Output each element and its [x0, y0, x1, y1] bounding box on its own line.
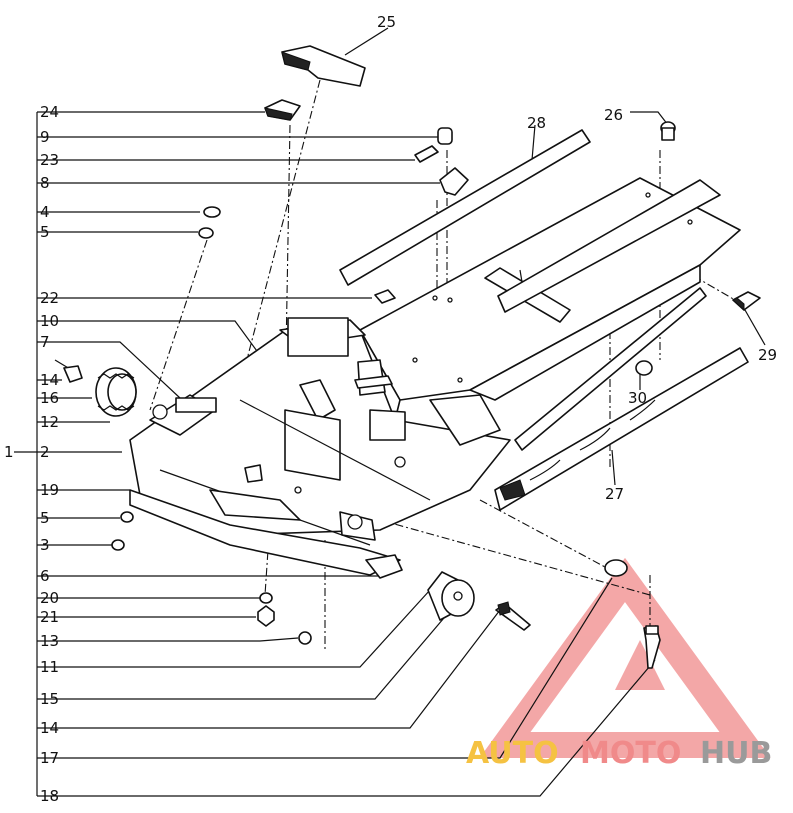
label-left: 22 — [40, 289, 59, 307]
part-16-rubber-mount — [54, 359, 137, 417]
label-left: 4 — [40, 203, 50, 221]
label-left: 5 — [40, 509, 50, 527]
part-labels: 1 24 9 23 8 4 5 22 10 7 14 16 12 2 19 5 … — [4, 13, 777, 805]
label-left: 20 — [40, 589, 59, 607]
label-left: 10 — [40, 312, 59, 330]
label-top: 25 — [377, 13, 396, 31]
leader-lines — [37, 27, 766, 797]
label-left: 24 — [40, 103, 59, 121]
label-left: 15 — [40, 690, 59, 708]
small-fasteners — [111, 121, 676, 645]
watermark-hub: HUB — [700, 736, 772, 771]
watermark-moto: MOTO — [580, 736, 681, 771]
label-bracket — [14, 112, 38, 796]
label-left: 17 — [40, 749, 59, 767]
label-left: 14 — [40, 719, 59, 737]
label-top: 28 — [527, 114, 546, 132]
main-frame — [354, 177, 741, 421]
part-25-cover — [281, 45, 366, 87]
part-17-pin — [604, 559, 661, 669]
label-left: 9 — [40, 128, 50, 146]
label-left: 16 — [40, 389, 59, 407]
label-top: 30 — [628, 389, 647, 407]
label-left: 21 — [40, 608, 59, 626]
lower-frame — [129, 317, 511, 579]
label-left: 14 — [40, 371, 59, 389]
label-left: 23 — [40, 151, 59, 169]
label-left: 11 — [40, 658, 59, 676]
label-left: 7 — [40, 333, 50, 351]
label-left: 12 — [40, 413, 59, 431]
watermark-logo — [479, 557, 771, 758]
label-left: 18 — [40, 787, 59, 805]
label-left: 3 — [40, 536, 50, 554]
label-top: 29 — [758, 346, 777, 364]
label-assembly: 1 — [4, 443, 14, 461]
watermark-auto: AUTO — [466, 736, 559, 771]
part-29-clip — [732, 291, 761, 312]
label-left: 8 — [40, 174, 50, 192]
label-left: 6 — [40, 567, 50, 585]
side-rails — [494, 287, 749, 511]
label-left: 5 — [40, 223, 50, 241]
label-left: 2 — [40, 443, 50, 461]
label-top: 27 — [605, 485, 624, 503]
label-left: 19 — [40, 481, 59, 499]
label-left: 13 — [40, 632, 59, 650]
watermark-text: AUTO MOTO HUB — [466, 736, 772, 771]
part-28-strip — [339, 129, 591, 286]
label-top: 26 — [604, 106, 623, 124]
part-24-bracket — [264, 99, 301, 121]
part-11-mount — [427, 571, 531, 631]
